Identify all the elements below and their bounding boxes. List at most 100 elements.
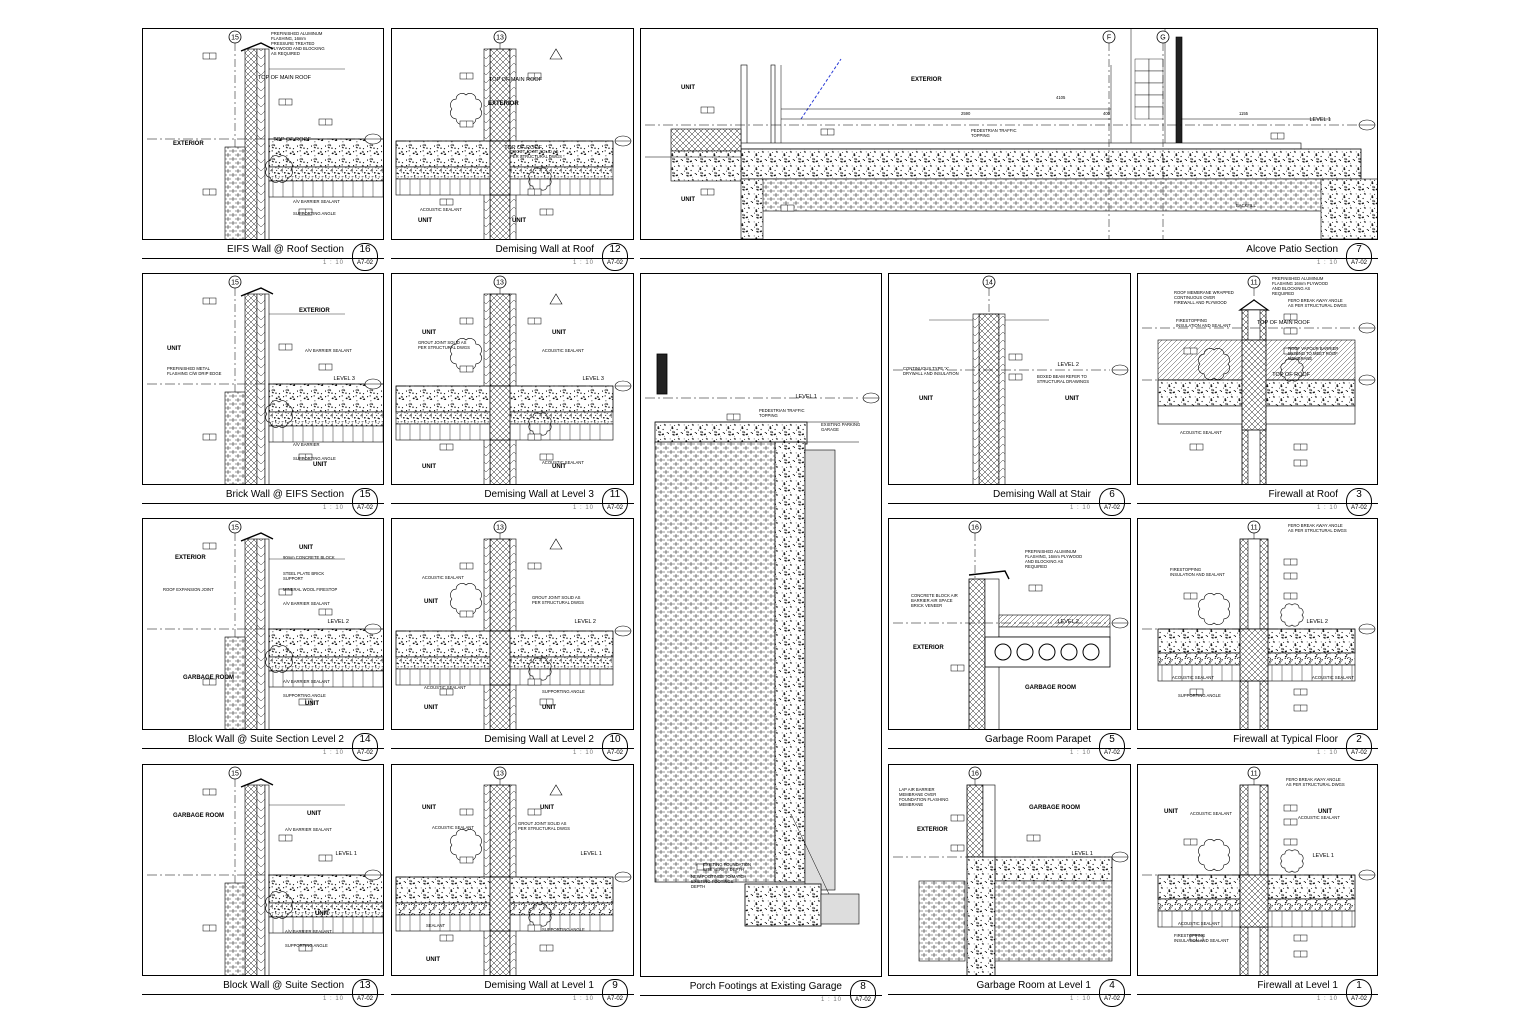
detail-scale: 1 : 10 [1069,996,1091,1002]
annotation-label: UNIT [424,705,438,711]
detail-number-bubble[interactable]: 6 A7-02 [1099,488,1125,516]
title-underline [391,994,634,995]
annotation-label: UNIT [422,330,436,336]
grid-bubble-label: F [1107,35,1111,42]
detail-number-bubble[interactable]: 11 A7-02 [602,488,628,516]
detail-number-divider [1350,258,1368,259]
annotation-label: 1155 [1239,111,1249,116]
detail-title[interactable]: Block Wall @ Suite Section Level 2 [188,734,344,745]
detail-title[interactable]: Block Wall @ Suite Section [223,980,344,991]
detail-number-oval [1099,488,1125,516]
detail-number-bubble[interactable]: 8 A7-02 [850,980,876,1008]
detail-number-oval [352,243,378,271]
grid-bubble-label: 13 [496,525,504,532]
detail-number-bubble[interactable]: 2 A7-02 [1346,733,1372,761]
grid-bubble-label: 13 [496,35,504,42]
grid-bubble-label: 16 [971,525,979,532]
detail-number-divider [1350,994,1368,995]
detail-title-block: Demising Wall at Level 3 1 : 10 11 A7-02 [391,488,634,518]
grid-bubble-label: 15 [231,771,239,778]
detail-number-oval [1099,979,1125,1007]
detail-number-bubble[interactable]: 3 A7-02 [1346,488,1372,516]
detail-number-divider [356,258,374,259]
detail-title[interactable]: EIFS Wall @ Roof Section [226,244,344,255]
detail-number-divider [356,748,374,749]
detail-number-bubble[interactable]: 15 A7-02 [352,488,378,516]
detail-number: 13 [359,980,371,991]
detail-number-bubble[interactable]: 14 A7-02 [352,733,378,761]
annotation-label: UNIT [424,599,438,605]
detail-number-bubble[interactable]: 9 A7-02 [602,979,628,1007]
annotation-label: UNIT [299,545,313,551]
detail-title[interactable]: Garbage Room at Level 1 [976,980,1091,991]
annotation-label: A/V BARRIER SEALANT [285,827,332,832]
detail-title[interactable]: Firewall at Typical Floor [1233,734,1338,745]
grid-bubble-label: 11 [1250,771,1257,778]
detail-sheet-ref: A7-02 [1350,505,1367,511]
detail-number-bubble[interactable]: 12 A7-02 [602,243,628,271]
detail-scale: 1 : 10 [1316,260,1338,266]
detail-title[interactable]: Firewall at Level 1 [1257,980,1338,991]
detail-number: 11 [609,489,621,500]
detail-title[interactable]: Demising Wall at Level 1 [484,980,594,991]
detail-number-oval [1346,979,1372,1007]
annotation-label: EXTERIOR [175,555,206,561]
detail-title-block: Garbage Room Parapet 1 : 10 5 A7-02 [888,733,1131,763]
detail-number-bubble[interactable]: 16 A7-02 [352,243,378,271]
detail-title[interactable]: Garbage Room Parapet [984,734,1091,745]
detail-sheet-ref: A7-02 [356,750,373,756]
title-underline [142,258,384,259]
annotation-label: EXTERIOR [911,77,942,83]
title-underline [888,503,1131,504]
detail-number-bubble[interactable]: 7 A7-02 [1346,243,1372,271]
detail-title[interactable]: Porch Footings at Existing Garage [689,981,842,992]
detail-scale: 1 : 10 [1316,750,1338,756]
detail-number-oval [850,980,876,1008]
detail-number-bubble[interactable]: 1 A7-02 [1346,979,1372,1007]
detail-number-bubble[interactable]: 5 A7-02 [1099,733,1125,761]
annotation-label: LEVEL 2 [1306,619,1328,625]
detail-title-block: Firewall at Typical Floor 1 : 10 2 A7-02 [1137,733,1378,763]
title-underline [640,995,882,996]
annotation-label: ACOUSTIC SEALANT [432,825,474,830]
annotation-label: EXTERIOR [488,101,519,107]
annotation-label: UNIT [422,805,436,811]
detail-title[interactable]: Demising Wall at Level 2 [484,734,594,745]
detail-number-bubble[interactable]: 10 A7-02 [602,733,628,761]
detail-scale: 1 : 10 [572,505,594,511]
detail-title[interactable]: Demising Wall at Roof [495,244,594,255]
annotation-label: TOP OF MAIN ROOF [258,75,312,81]
detail-number: 6 [1109,489,1115,500]
detail-number-bubble[interactable]: 4 A7-02 [1099,979,1125,1007]
detail-title[interactable]: Alcove Patio Section [1246,244,1338,255]
annotation-label: A/V BARRIER [293,442,320,447]
annotation-label: ACOUSTIC SEALANT [422,575,464,580]
detail-title[interactable]: Firewall at Roof [1268,489,1338,500]
detail-title[interactable]: Demising Wall at Stair [993,489,1091,500]
detail-title[interactable]: Demising Wall at Level 3 [484,489,594,500]
grid-bubble-label: G [1160,35,1165,42]
detail-number-bubble[interactable]: 13 A7-02 [352,979,378,1007]
grid-bubble-label: 11 [1250,525,1257,532]
annotation-label: UNIT [313,462,327,468]
detail-title[interactable]: Brick Wall @ EIFS Section [225,489,344,500]
